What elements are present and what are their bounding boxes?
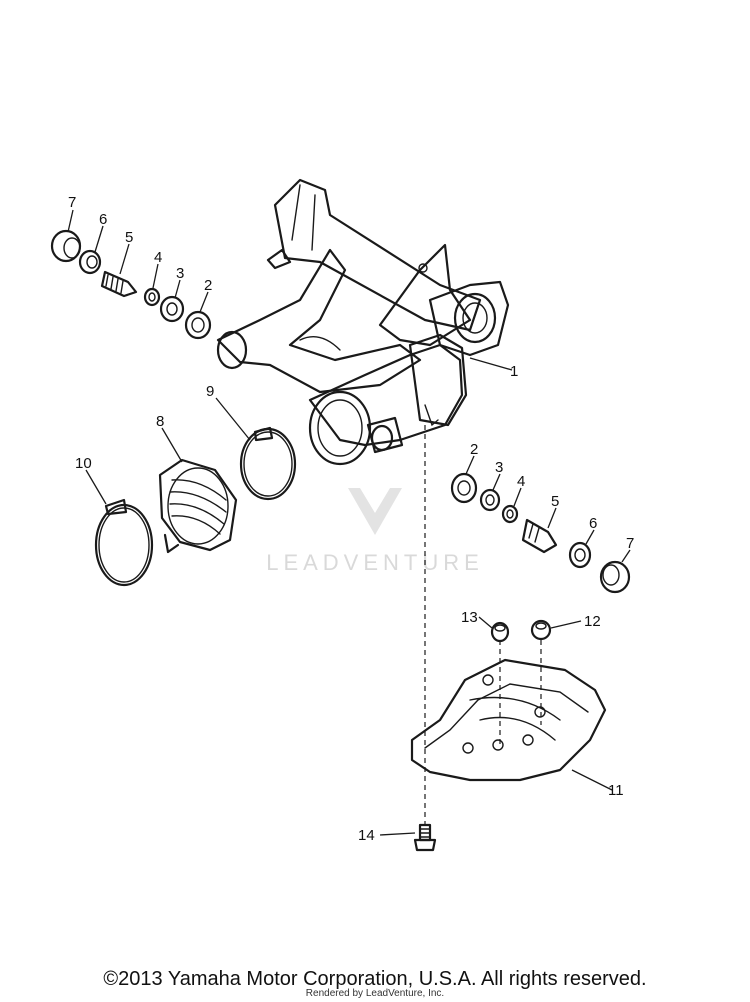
callout-6-right: 6 <box>589 515 597 532</box>
oil-seal-6-left[interactable] <box>78 249 102 275</box>
bearing-2-left[interactable] <box>184 310 212 340</box>
bolt-5-right[interactable] <box>521 518 558 554</box>
callout-1: 1 <box>510 363 518 380</box>
right-hardware <box>450 472 631 594</box>
callout-2-right: 2 <box>470 441 478 458</box>
callout-3-right: 3 <box>495 459 503 476</box>
washer-4-right[interactable] <box>501 504 519 524</box>
callout-7-right: 7 <box>626 535 634 552</box>
washer-4-left[interactable] <box>143 287 161 307</box>
callout-10: 10 <box>75 455 92 472</box>
bearing-2-right[interactable] <box>450 472 478 504</box>
swingarm[interactable] <box>216 178 510 466</box>
callout-2-left: 2 <box>204 277 212 294</box>
band-10[interactable] <box>94 498 154 587</box>
callout-14: 14 <box>358 827 375 844</box>
callout-12: 12 <box>584 613 601 630</box>
callout-7-left: 7 <box>68 194 76 211</box>
leadventure-logo-icon <box>348 488 402 535</box>
callout-4-left: 4 <box>154 249 162 266</box>
band-9[interactable] <box>239 426 297 501</box>
bearing-3-right[interactable] <box>479 488 501 512</box>
nut-12[interactable] <box>530 619 552 641</box>
cover-11[interactable] <box>410 658 607 782</box>
watermark-text: LEADVENTURE <box>266 550 484 575</box>
rendered-by-note: Rendered by LeadVenture, Inc. <box>305 988 445 999</box>
assembly-lines <box>424 425 542 825</box>
callout-9: 9 <box>206 383 214 400</box>
callout-11: 11 <box>608 782 624 799</box>
callout-8: 8 <box>156 413 164 430</box>
boot-8[interactable] <box>158 458 238 554</box>
bearing-3-left[interactable] <box>159 295 185 323</box>
callout-6-left: 6 <box>99 211 107 228</box>
leadventure-watermark: LEADVENTURE <box>266 488 484 575</box>
nut-13[interactable] <box>490 621 510 643</box>
callouts: 7 6 5 4 3 2 1 2 3 4 5 6 7 8 9 10 11 12 1… <box>68 194 634 844</box>
copyright-notice: ©2013 Yamaha Motor Corporation, U.S.A. A… <box>103 968 647 990</box>
bolt-14[interactable] <box>413 823 437 852</box>
callout-4-right: 4 <box>517 473 525 490</box>
leader-lines <box>67 209 631 836</box>
callout-3-left: 3 <box>176 265 184 282</box>
seal-cap-7-right[interactable] <box>599 560 631 594</box>
callout-5-right: 5 <box>551 493 559 510</box>
callout-5-left: 5 <box>125 229 133 246</box>
bolt-5-left[interactable] <box>100 270 138 298</box>
left-hardware <box>50 229 212 340</box>
oil-seal-6-right[interactable] <box>568 541 592 569</box>
callout-13: 13 <box>461 609 478 626</box>
seal-cap-7-left[interactable] <box>50 229 82 263</box>
